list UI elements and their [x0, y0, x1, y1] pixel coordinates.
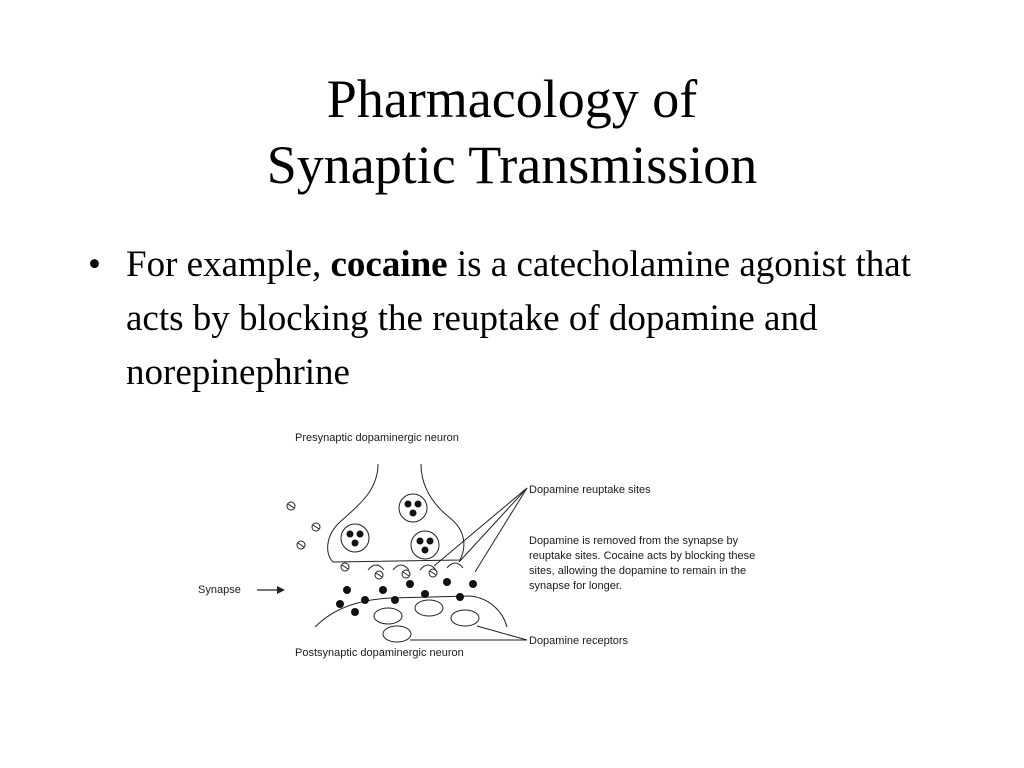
- explanation-line: sites, allowing the dopamine to remain i…: [529, 565, 746, 577]
- bullet-symbol: •: [88, 244, 101, 285]
- synapse-label: Synapse: [198, 584, 241, 596]
- postsynaptic-membrane: [314, 595, 508, 628]
- bullet-prefix: For example,: [126, 244, 331, 285]
- bullet-text: For example, cocaine is a catecholamine …: [126, 238, 956, 400]
- slide-title: Pharmacology of Synaptic Transmission: [0, 66, 1024, 198]
- explanation-line: Dopamine is removed from the synapse by: [529, 535, 739, 547]
- vesicle: [340, 523, 370, 553]
- bullet-emphasis: cocaine: [330, 244, 448, 285]
- reuptake-sites: [367, 562, 464, 571]
- presynaptic-membrane: [327, 463, 465, 563]
- postsynaptic-label: Postsynaptic dopaminergic neuron: [295, 647, 464, 659]
- synapse-diagram: Presynaptic dopaminergic neuron Postsyna…: [198, 432, 755, 659]
- dopamine-receptors: [373, 599, 480, 643]
- pointer-lines: [410, 487, 528, 641]
- vesicle: [410, 530, 440, 560]
- vesicle-dopamine: [346, 500, 434, 554]
- synapse-arrow: [257, 586, 285, 594]
- title-line-2: Synaptic Transmission: [266, 135, 758, 195]
- reuptake-sites-label: Dopamine reuptake sites: [529, 484, 651, 496]
- vesicles: [340, 493, 440, 560]
- synaptic-dopamine: [336, 578, 477, 616]
- title-line-1: Pharmacology of: [326, 69, 698, 129]
- bullet-suffix: is a catecholamine agonist that acts by …: [126, 244, 911, 393]
- receptors-label: Dopamine receptors: [529, 635, 629, 647]
- vesicle: [398, 493, 428, 523]
- presynaptic-label: Presynaptic dopaminergic neuron: [295, 432, 459, 444]
- explanation-line: synapse for longer.: [529, 580, 622, 592]
- explanation-line: reuptake sites. Cocaine acts by blocking…: [529, 550, 755, 562]
